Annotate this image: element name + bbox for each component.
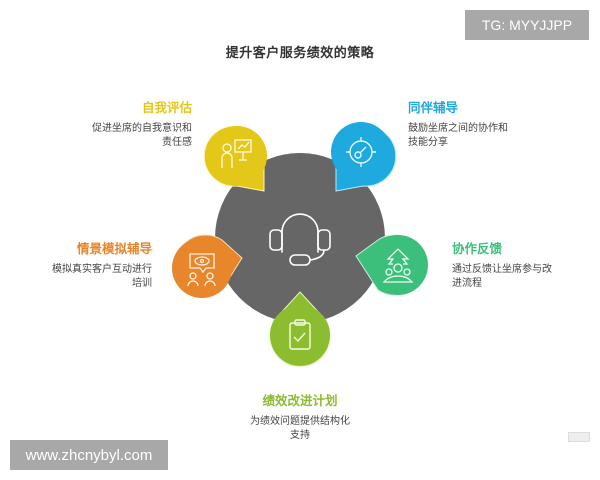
performance-plan-badge bbox=[269, 291, 331, 367]
item-desc-line2: 进流程 bbox=[452, 278, 482, 289]
item-desc-line2: 培训 bbox=[132, 278, 152, 289]
item-desc-line1: 通过反馈让坐席参与改 bbox=[452, 264, 552, 275]
item-desc-line1: 鼓励坐席之间的协作和 bbox=[408, 123, 508, 134]
diagram-title: 提升客户服务绩效的策略 bbox=[225, 46, 375, 61]
item-desc-line1: 促进坐席的自我意识和 bbox=[92, 123, 192, 134]
peer-coaching-badge bbox=[331, 122, 397, 192]
scenario-simulation-badge bbox=[172, 234, 243, 298]
center-hub bbox=[215, 153, 385, 323]
headset-icon bbox=[269, 213, 331, 266]
item-peer-coaching: 同伴辅导 鼓励坐席之间的协作和 技能分享 bbox=[408, 97, 558, 150]
item-desc-line1: 模拟真实客户互动进行 bbox=[52, 264, 152, 275]
item-title: 绩效改进计划 bbox=[262, 393, 338, 408]
target-gauge-icon bbox=[346, 137, 376, 167]
eye-conversation-icon bbox=[187, 253, 216, 287]
item-desc-line2: 责任感 bbox=[162, 137, 192, 148]
item-collaborative-feedback: 协作反馈 通过反馈让坐席参与改 进流程 bbox=[452, 238, 592, 291]
item-scenario-simulation: 情景模拟辅导 模拟真实客户互动进行 培训 bbox=[20, 238, 152, 291]
item-desc-line2: 支持 bbox=[290, 430, 310, 441]
item-title: 协作反馈 bbox=[452, 241, 503, 256]
item-title: 同伴辅导 bbox=[408, 100, 459, 115]
collaborative-feedback-badge bbox=[355, 234, 428, 296]
item-desc-line1: 为绩效问题提供结构化 bbox=[250, 416, 350, 427]
corner-artifact bbox=[568, 432, 590, 442]
self-assessment-badge bbox=[203, 125, 267, 192]
watermark-bottom-left: www.zhcnybyl.com bbox=[10, 440, 168, 470]
watermark-top-right: TG: MYYJJPP bbox=[465, 10, 589, 40]
item-self-assessment: 自我评估 促进坐席的自我意识和 责任感 bbox=[60, 97, 192, 150]
item-title: 自我评估 bbox=[141, 100, 192, 115]
item-desc-line2: 技能分享 bbox=[408, 137, 448, 148]
item-performance-plan: 绩效改进计划 为绩效问题提供结构化 支持 bbox=[230, 390, 370, 443]
clipboard-check-icon bbox=[289, 319, 311, 350]
presenter-chart-icon bbox=[221, 139, 252, 168]
item-title: 情景模拟辅导 bbox=[76, 241, 152, 256]
team-growth-icon bbox=[382, 248, 414, 283]
